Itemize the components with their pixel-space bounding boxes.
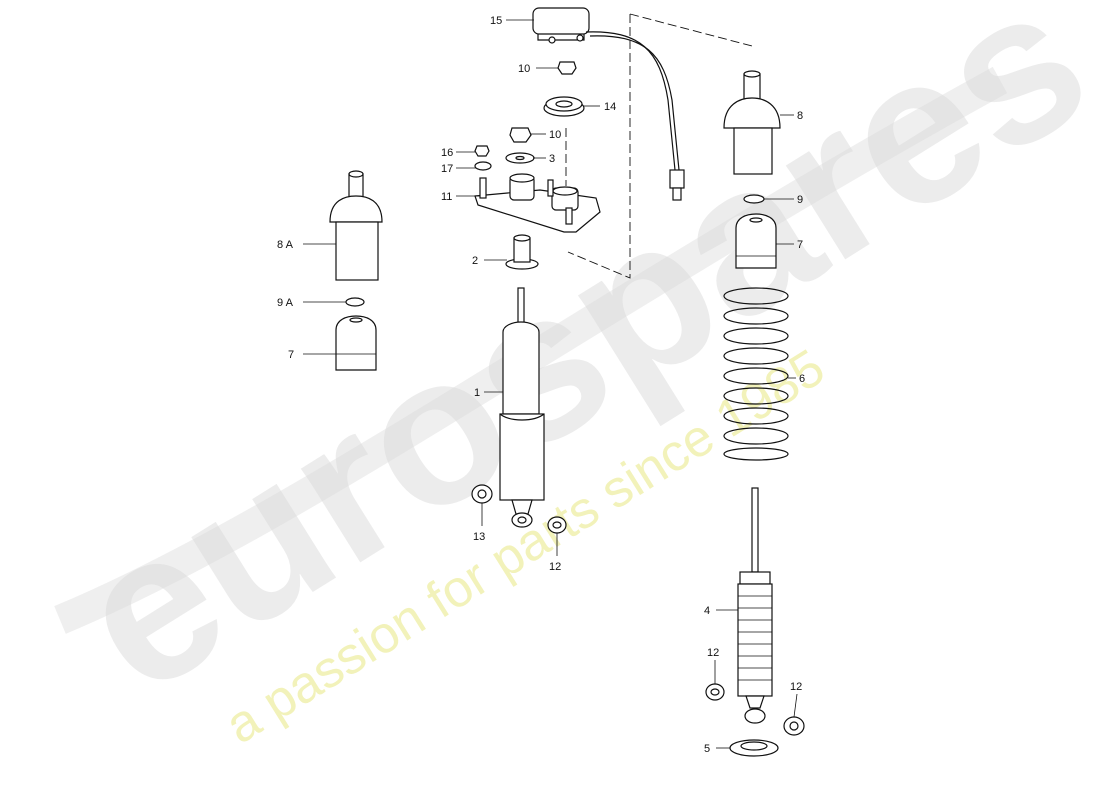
part-17-washer-small: [474, 161, 492, 171]
callout-16: 16: [441, 147, 453, 159]
callout-10-top: 10: [518, 63, 530, 75]
part-12-bushing-left: [547, 516, 567, 534]
callout-14: 14: [604, 101, 616, 113]
callout-3: 3: [549, 153, 555, 165]
part-6-coil-spring: [723, 287, 789, 461]
callout-2: 2: [472, 255, 478, 267]
callout-7-right: 7: [797, 239, 803, 251]
part-14-bushing: [543, 96, 585, 117]
part-9-washer: [743, 194, 765, 204]
callout-9A: 9 A: [277, 297, 294, 309]
part-11-mount-plate: [474, 173, 601, 233]
callout-10-mid: 10: [549, 129, 561, 141]
callout-12-right-b: 12: [790, 681, 802, 693]
callout-labels: 15 10 14 10 3 16 17 11 8 9 7 8 A 2 9 A 7…: [277, 15, 805, 755]
callout-17: 17: [441, 163, 453, 175]
part-16-nut-small: [474, 145, 490, 157]
leader-lines: [303, 19, 798, 749]
assembly-line: [567, 13, 753, 279]
callout-11: 11: [441, 191, 452, 203]
callout-8A: 8 A: [277, 239, 294, 251]
callout-12-right-a: 12: [707, 647, 719, 659]
part-2-cap: [505, 234, 539, 270]
callout-6: 6: [799, 373, 805, 385]
callout-4: 4: [704, 605, 710, 617]
part-3-washer: [505, 152, 535, 164]
part-1-shock: [499, 287, 545, 528]
part-13-bushing: [471, 484, 493, 504]
part-12-bushing-right-right: [783, 716, 805, 736]
part-8A-boot: [329, 170, 383, 281]
part-15-sensor: [532, 7, 685, 201]
part-4-shock: [737, 487, 773, 724]
callout-13: 13: [473, 531, 485, 543]
callout-8: 8: [797, 110, 803, 122]
part-9A-washer: [345, 297, 365, 307]
part-8-boot: [723, 70, 781, 175]
part-10-nut-mid: [509, 127, 532, 143]
callout-7-left: 7: [288, 349, 294, 361]
callout-15: 15: [490, 15, 502, 27]
part-5-spring-seat: [729, 739, 779, 757]
part-10-nut-top: [557, 61, 577, 75]
part-7-left-bumper: [335, 315, 377, 371]
part-7-right-bumper: [735, 213, 777, 269]
part-12-bushing-right-left: [705, 683, 725, 701]
callout-12-left: 12: [549, 561, 561, 573]
callout-5: 5: [704, 743, 710, 755]
callout-1: 1: [474, 387, 480, 399]
callout-9: 9: [797, 194, 803, 206]
